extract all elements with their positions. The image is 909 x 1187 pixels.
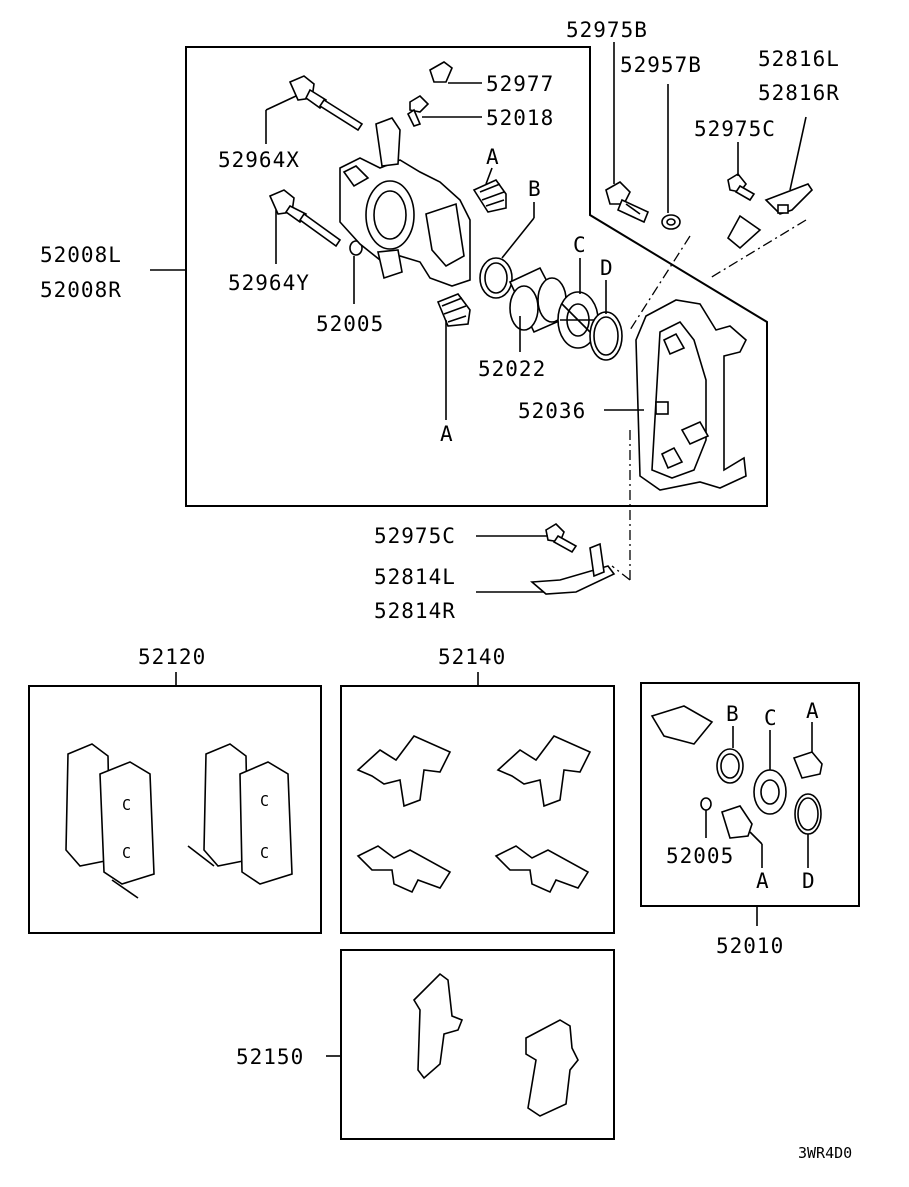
boot-A-lower xyxy=(436,293,471,327)
label-52018: 52018 xyxy=(486,106,554,130)
leader-B-2 xyxy=(501,217,535,259)
kit-letter-A: A xyxy=(806,699,820,723)
label-52977: 52977 xyxy=(486,72,554,96)
dashline-bracket-lower2 xyxy=(611,565,631,581)
letter-C: C xyxy=(573,233,587,257)
label-52008R: 52008R xyxy=(40,278,122,302)
svg-text:C: C xyxy=(260,792,269,810)
leader-52816 xyxy=(789,116,807,191)
label-52036: 52036 xyxy=(518,399,586,423)
nut-52957B xyxy=(661,214,681,230)
kit-leader-A2 xyxy=(749,831,763,845)
box-52120 xyxy=(28,685,322,934)
bolt-52975C-top xyxy=(727,172,756,202)
leader-A-upper xyxy=(485,167,493,185)
label-52005: 52005 xyxy=(316,312,384,336)
label-52814L: 52814L xyxy=(374,565,456,589)
label-52120: 52120 xyxy=(138,645,206,669)
letter-B: B xyxy=(528,177,542,201)
kit-boot-A xyxy=(792,751,823,779)
kit-bushing-52005 xyxy=(700,797,712,811)
brake-pads-52120-left: C C xyxy=(65,743,155,899)
label-52150: 52150 xyxy=(236,1045,304,1069)
kit-letter-A2: A xyxy=(756,869,770,893)
dashline-52957B xyxy=(629,235,691,331)
seal-C xyxy=(557,291,599,349)
label-52816L: 52816L xyxy=(758,47,840,71)
kit-ring-D xyxy=(794,793,822,835)
caliper-body xyxy=(339,117,471,287)
svg-text:C: C xyxy=(122,844,131,862)
kit-letter-B: B xyxy=(726,702,740,726)
bolt-52975C-bottom xyxy=(545,522,578,554)
shims-52150 xyxy=(412,972,579,1117)
letter-A-upper: A xyxy=(486,145,500,169)
screw-52018 xyxy=(406,94,430,127)
label-52010: 52010 xyxy=(716,934,784,958)
label-52975C-top: 52975C xyxy=(694,117,776,141)
label-52964X: 52964X xyxy=(218,148,300,172)
kit-seal-C xyxy=(753,769,787,815)
diagram-code: 3WR4D0 xyxy=(798,1144,852,1162)
label-52005-kit: 52005 xyxy=(666,844,734,868)
kit-ring-B xyxy=(716,748,744,784)
bushing-52005 xyxy=(349,240,363,256)
label-52957B: 52957B xyxy=(620,53,702,77)
kit-letter-D: D xyxy=(802,869,816,893)
label-52140: 52140 xyxy=(438,645,506,669)
plate-52814 xyxy=(530,542,616,595)
label-52814R: 52814R xyxy=(374,599,456,623)
kit-boot-A2 xyxy=(721,805,753,839)
svg-text:C: C xyxy=(122,796,131,814)
brake-pads-52120-right: C C xyxy=(187,743,293,885)
label-52975C-bottom: 52975C xyxy=(374,524,456,548)
kit-letter-C: C xyxy=(764,706,778,730)
boot-A-upper xyxy=(472,178,507,213)
svg-text:C: C xyxy=(260,844,269,862)
label-52008L: 52008L xyxy=(40,243,122,267)
kit-packet xyxy=(650,705,714,745)
label-52975B: 52975B xyxy=(566,18,648,42)
cap-52977 xyxy=(429,61,453,83)
label-52816R: 52816R xyxy=(758,81,840,105)
plate-52816 xyxy=(726,183,814,250)
box-52140 xyxy=(340,685,615,934)
label-52022: 52022 xyxy=(478,357,546,381)
bracket-52036 xyxy=(635,299,747,491)
pin-52964Y xyxy=(268,189,342,248)
label-52964Y: 52964Y xyxy=(228,271,310,295)
main-assembly-frame xyxy=(185,46,768,507)
ring-D xyxy=(589,311,623,361)
bolt-52975B xyxy=(605,181,650,224)
box-52010 xyxy=(640,682,860,907)
letter-D: D xyxy=(600,256,614,280)
ring-B xyxy=(479,257,513,299)
box-52150 xyxy=(340,949,615,1140)
pin-52964X xyxy=(288,75,364,132)
letter-A-lower: A xyxy=(440,422,454,446)
clips-52140 xyxy=(356,735,592,894)
leader-52964X xyxy=(265,95,297,111)
